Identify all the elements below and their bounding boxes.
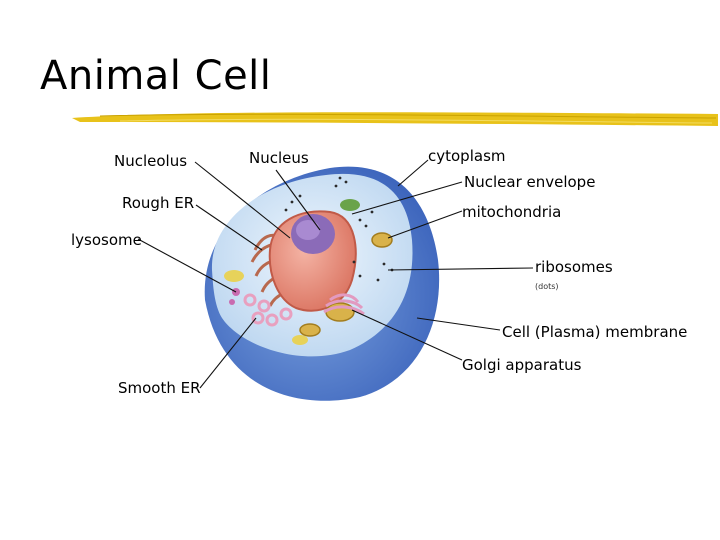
- label-smooth-er: Smooth ER: [118, 379, 201, 397]
- vesicles: [224, 199, 360, 345]
- label-nuclear-envelope: Nuclear envelope: [464, 173, 596, 191]
- label-ribosomes: ribosomes: [535, 258, 613, 276]
- label-ribosomes-note: (dots): [535, 282, 559, 291]
- label-rough-er: Rough ER: [122, 194, 195, 212]
- label-cytoplasm: cytoplasm: [428, 147, 506, 165]
- smooth-er: [243, 293, 293, 327]
- label-mitochondria: mitochondria: [462, 203, 562, 221]
- label-nucleolus: Nucleolus: [114, 152, 188, 170]
- page-title: Animal Cell: [40, 53, 272, 99]
- leader-lines: [137, 159, 534, 389]
- label-golgi-apparatus: Golgi apparatus: [462, 356, 582, 374]
- nucleolus: [291, 214, 335, 254]
- golgi-apparatus: [323, 293, 365, 316]
- title-underline: [72, 112, 718, 126]
- label-nucleus: Nucleus: [249, 149, 309, 167]
- label-lysosome: lysosome: [71, 231, 142, 249]
- ribosomes: [284, 176, 394, 282]
- label-cell-membrane: Cell (Plasma) membrane: [502, 323, 688, 341]
